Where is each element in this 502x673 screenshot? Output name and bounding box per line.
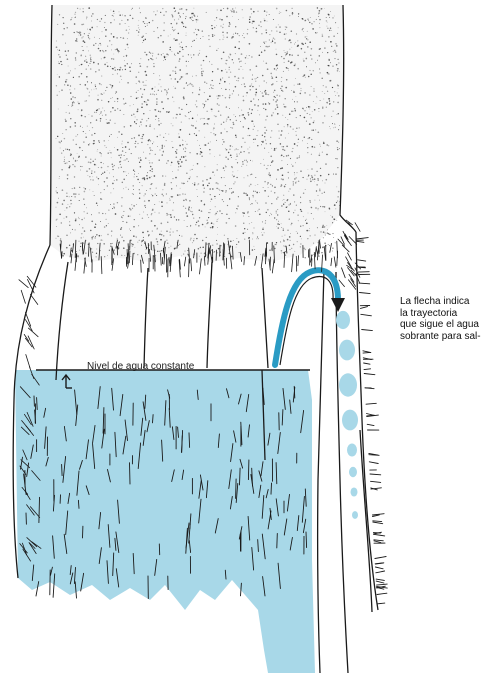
water-level-label: Nivel de agua constante [87,361,194,372]
arrow-note-line-2: la trayectoria [400,308,481,320]
water-drops [336,311,358,519]
arrow-note-label: La flecha indica la trayectoria que sigu… [400,296,481,342]
overflow-arrow-icon [275,270,345,365]
arrow-note-line-4: sobrante para sal- [400,331,481,343]
arrow-note-line-1: La flecha indica [400,296,481,308]
arrow-note-line-3: que sigue el agua [400,319,481,331]
upper-stipple-section [50,5,345,262]
